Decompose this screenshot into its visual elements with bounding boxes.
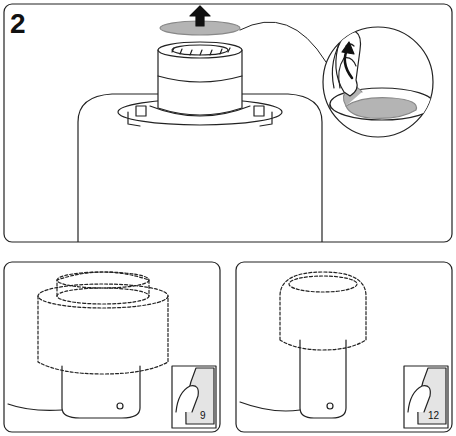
panel-frame — [4, 262, 220, 432]
page-number: 12 — [428, 411, 439, 421]
lamp-tall — [240, 272, 366, 418]
sticker-icon — [404, 366, 448, 428]
up-arrow — [190, 6, 210, 26]
step-number: 2 — [10, 10, 26, 38]
sticker-icon — [172, 366, 216, 428]
lamp-body — [78, 94, 322, 242]
panel-frame — [4, 4, 452, 242]
lamp-small — [8, 272, 168, 418]
lamp-socket — [158, 42, 242, 115]
page-number: 9 — [200, 411, 206, 421]
panel-frame — [236, 262, 452, 432]
zoom-circle — [323, 27, 433, 137]
leader-line — [240, 22, 326, 62]
zoom-detail — [330, 32, 434, 150]
